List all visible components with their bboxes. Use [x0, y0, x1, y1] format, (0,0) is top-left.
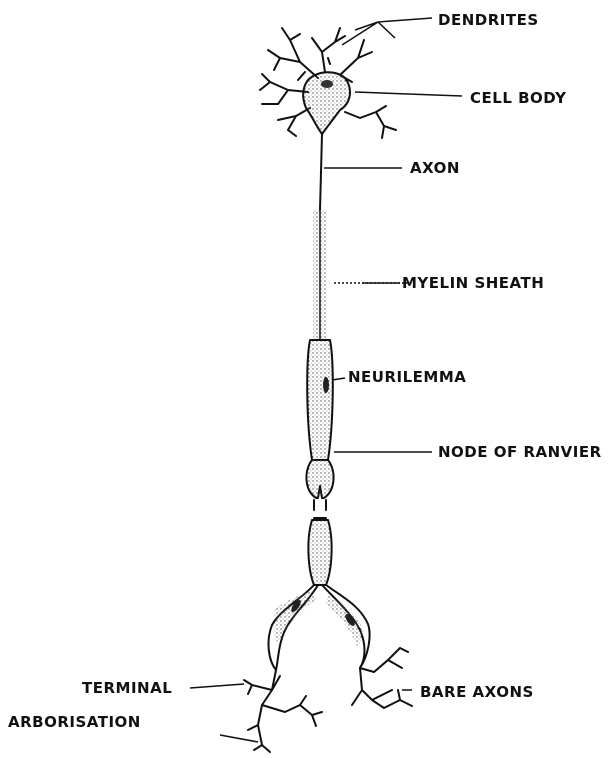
label-axon: AXON	[410, 161, 460, 176]
axon-line	[320, 134, 322, 210]
label-myelin-sheath: MYELIN SHEATH	[402, 276, 544, 291]
label-arborisation: ARBORISATION	[8, 715, 141, 730]
node-of-ranvier-shape	[306, 460, 333, 498]
label-terminal: TERMINAL	[82, 681, 172, 696]
right-terminal-branches	[352, 648, 412, 708]
left-terminal-branches	[244, 670, 322, 752]
label-node-of-ranvier: NODE OF RANVIER	[438, 445, 602, 460]
myelin-sheath-shape	[313, 210, 327, 340]
label-cell-body: CELL BODY	[470, 91, 567, 106]
label-dendrites: DENDRITES	[438, 13, 539, 28]
label-neurilemma: NEURILEMMA	[348, 370, 466, 385]
label-bare-axons: BARE AXONS	[420, 685, 534, 700]
neurilemma-shape	[307, 340, 333, 460]
